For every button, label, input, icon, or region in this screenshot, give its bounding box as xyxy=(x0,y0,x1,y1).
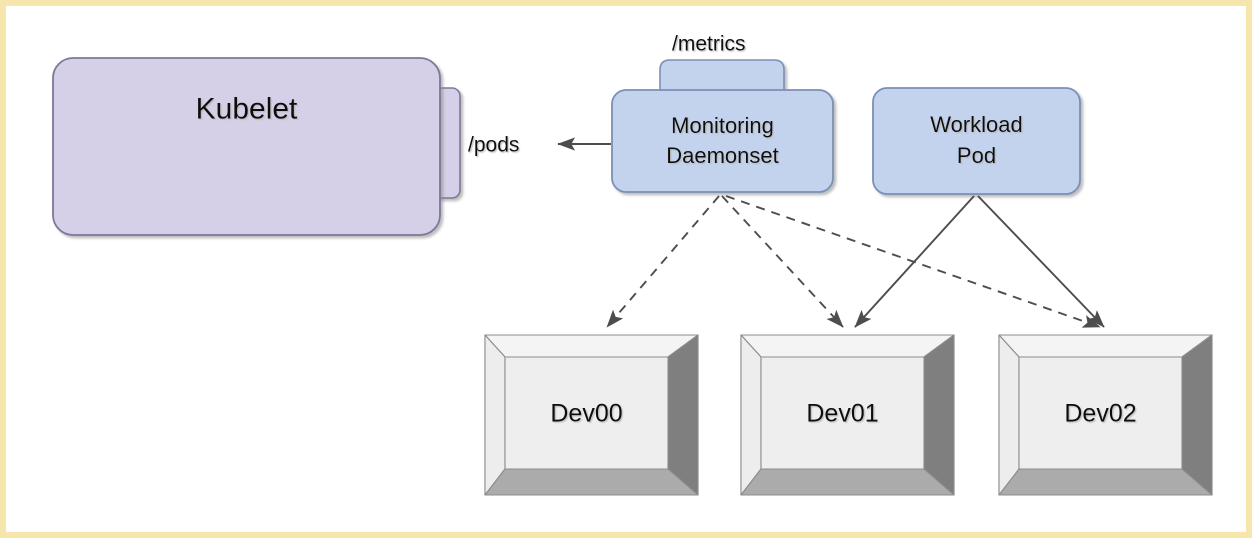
edge-daemonset-to-dev02 xyxy=(725,195,1101,328)
device-label-dev01: Dev01 xyxy=(806,400,878,428)
monitoring-daemonset-label-line2: Daemonset xyxy=(666,143,779,168)
device-bevel-top-dev02 xyxy=(998,334,1213,358)
edge-daemonset-to-dev01 xyxy=(721,195,844,328)
device-bevel-right-dev01 xyxy=(923,334,955,496)
kubelet-label: Kubelet xyxy=(196,92,298,125)
metrics-endpoint-label: /metrics xyxy=(672,33,746,56)
device-label-dev02: Dev02 xyxy=(1064,400,1136,428)
workload-pod-label-line1: Workload xyxy=(930,112,1023,137)
node-monitoring-daemonset[interactable]: Monitoring Daemonset xyxy=(611,59,834,193)
device-bevel-bottom-dev00 xyxy=(484,468,699,496)
pods-endpoint-label: /pods xyxy=(468,134,519,157)
metrics-tab xyxy=(659,59,785,99)
device-bevel-left-dev01 xyxy=(740,334,762,496)
edge-workloadpod-to-dev02 xyxy=(977,195,1105,328)
device-bevel-top-dev00 xyxy=(484,334,699,358)
device-face-dev02 xyxy=(1018,356,1183,470)
device-nodes: Dev00 Dev01 Dev02 xyxy=(484,334,1213,496)
edges-layer xyxy=(557,137,1105,328)
device-bevel-left-dev02 xyxy=(998,334,1020,496)
device-face-dev00 xyxy=(504,356,669,470)
device-bevel-left-dev00 xyxy=(484,334,506,496)
device-bevel-top-dev01 xyxy=(740,334,955,358)
node-workload-pod[interactable]: Workload Pod xyxy=(872,87,1081,195)
node-kubelet[interactable]: Kubelet xyxy=(52,57,461,236)
workload-pod-box xyxy=(872,87,1081,195)
device-bevel-bottom-dev01 xyxy=(740,468,955,496)
device-node-dev02[interactable]: Dev02 xyxy=(998,334,1213,496)
device-bevel-right-dev00 xyxy=(667,334,699,496)
edge-workloadpod-to-dev01 xyxy=(854,195,975,328)
device-bevel-right-dev02 xyxy=(1181,334,1213,496)
device-node-dev00[interactable]: Dev00 xyxy=(484,334,699,496)
monitoring-daemonset-label-line1: Monitoring xyxy=(671,113,774,138)
monitoring-daemonset-box xyxy=(611,89,834,193)
device-label-dev00: Dev00 xyxy=(550,400,622,428)
kubelet-box xyxy=(52,57,441,236)
device-face-dev01 xyxy=(760,356,925,470)
workload-pod-label-line2: Pod xyxy=(957,143,996,168)
device-bevel-bottom-dev02 xyxy=(998,468,1213,496)
device-node-dev01[interactable]: Dev01 xyxy=(740,334,955,496)
edge-daemonset-to-dev00 xyxy=(606,195,720,328)
